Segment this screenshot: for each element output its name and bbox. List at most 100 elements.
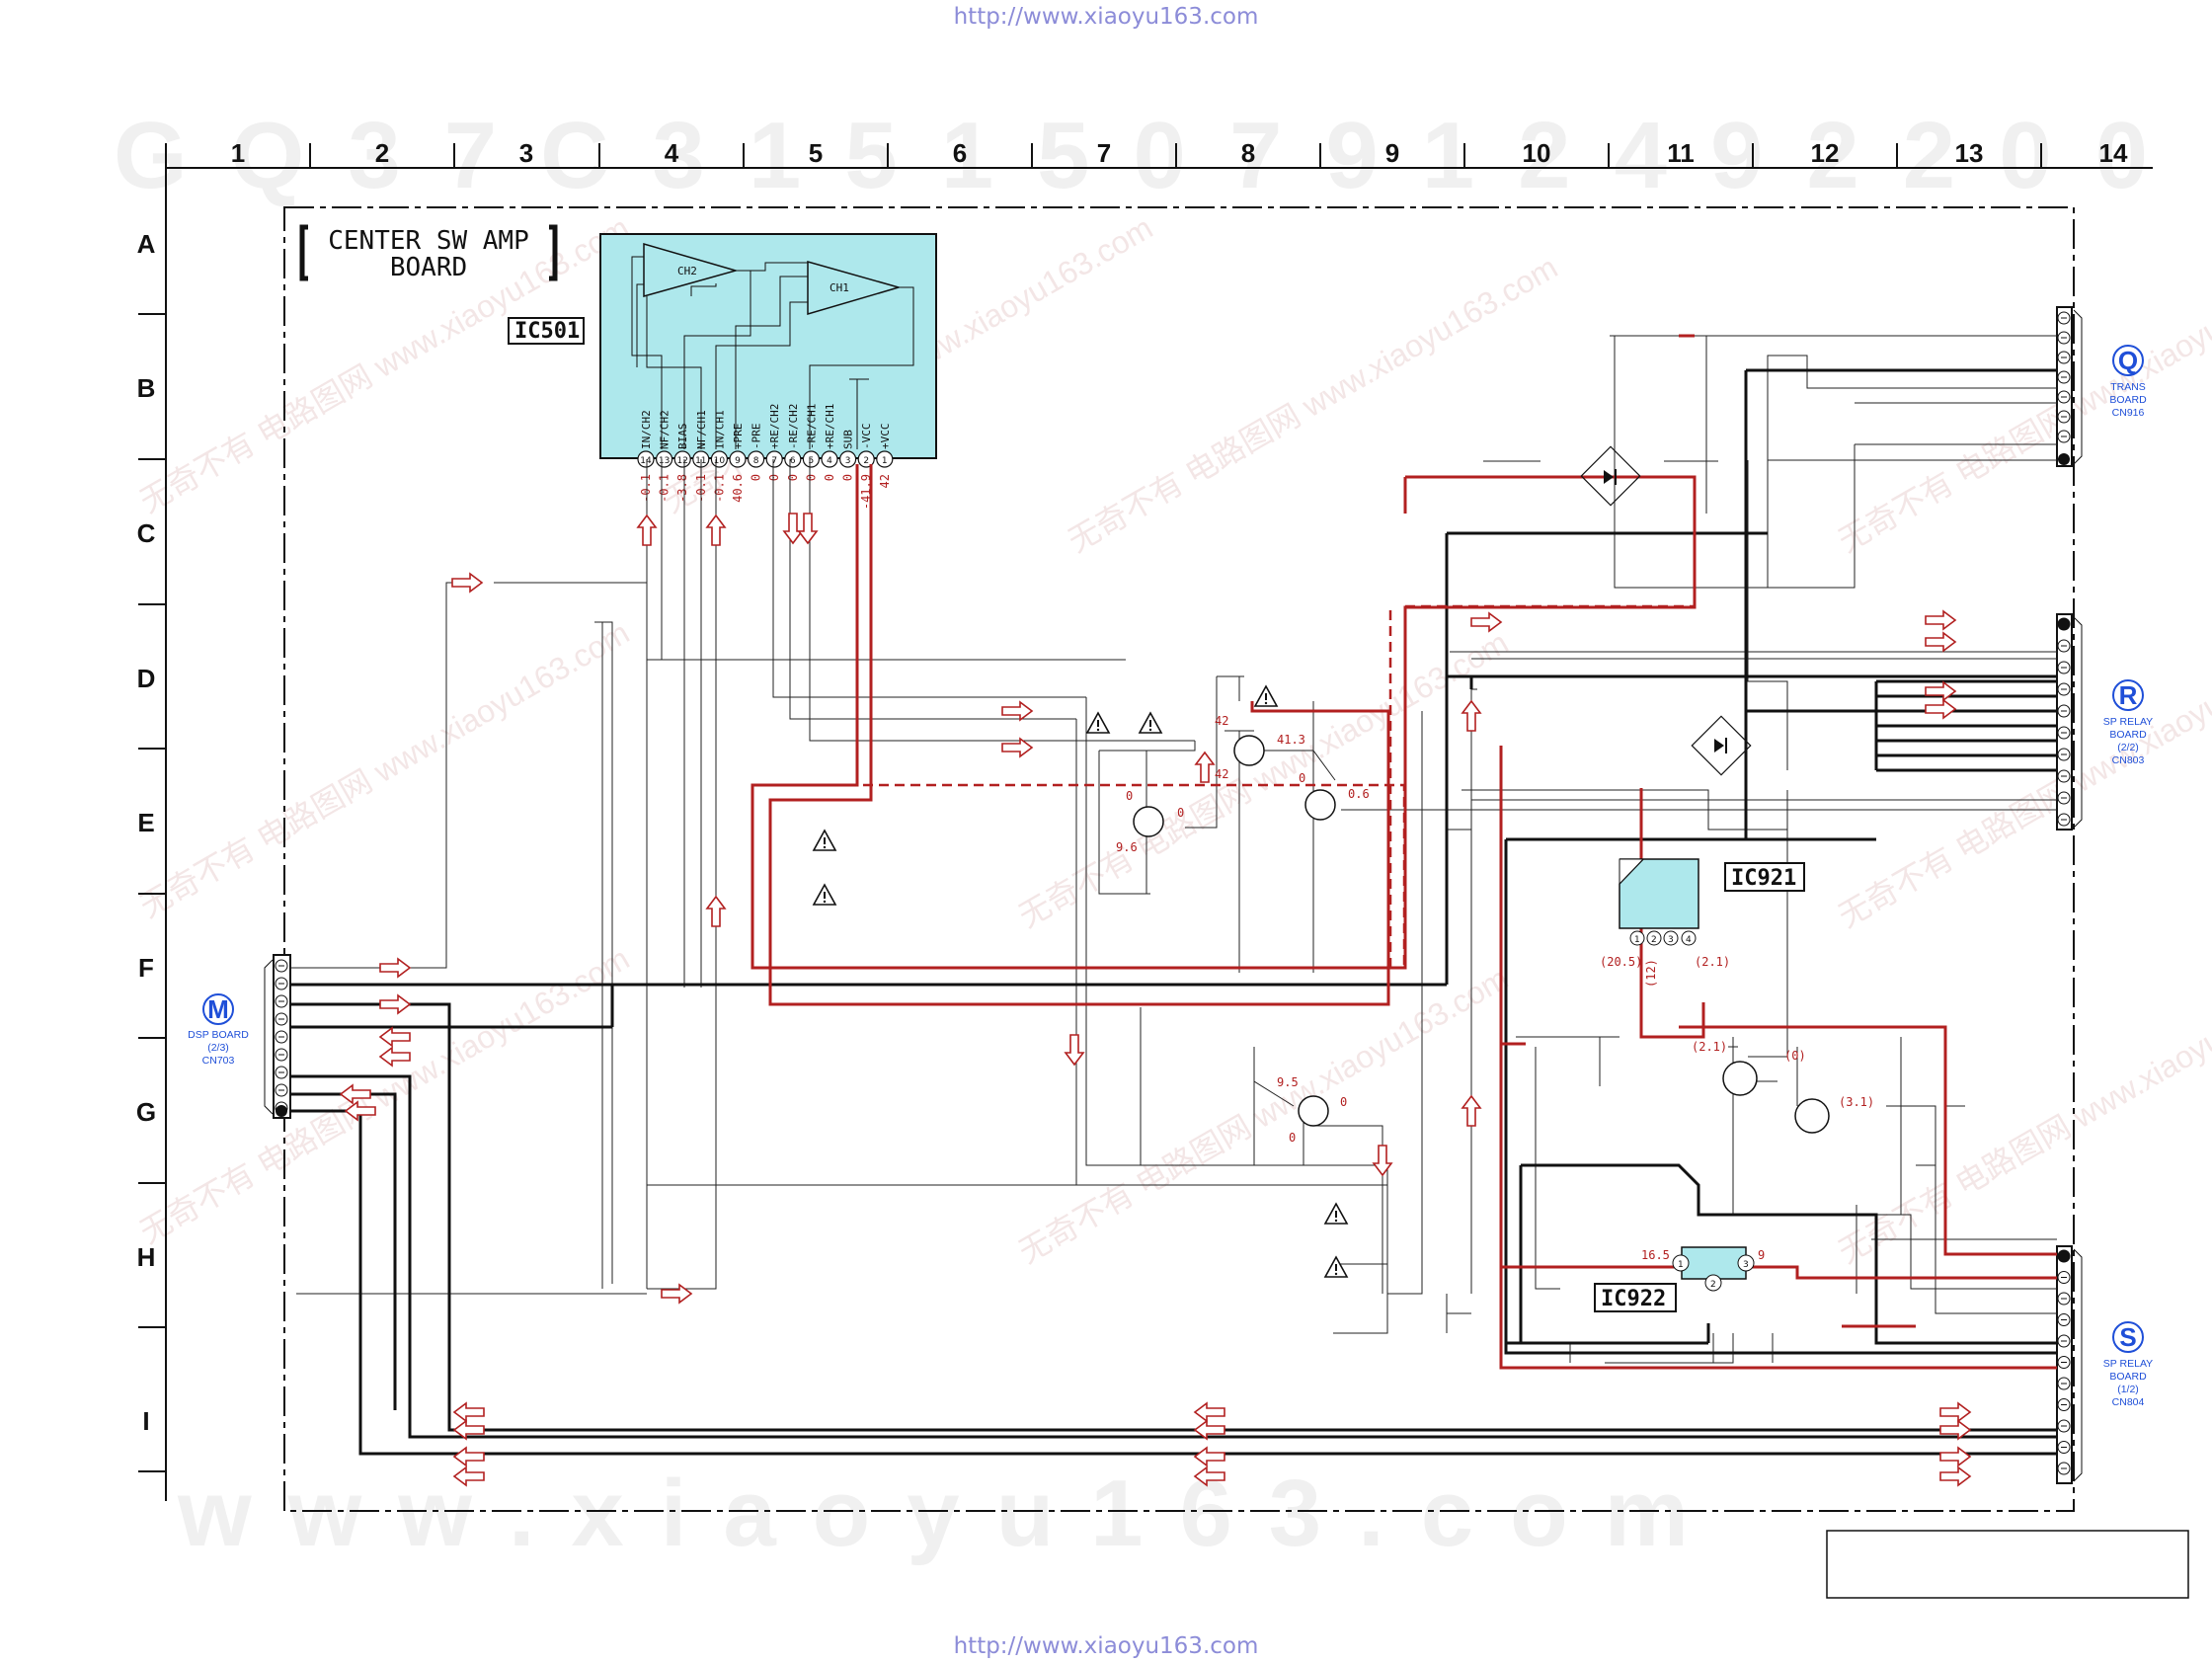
svg-text:16.5: 16.5 bbox=[1641, 1248, 1670, 1262]
connector-pin bbox=[275, 1083, 288, 1097]
title-block bbox=[1826, 1530, 2189, 1599]
wiring-thin bbox=[290, 335, 2057, 1364]
svg-text:0.6: 0.6 bbox=[1348, 787, 1370, 801]
connector-m: M DSP BOARD (2/3) CN703 bbox=[188, 954, 291, 1119]
svg-text:9.5: 9.5 bbox=[1277, 1075, 1299, 1089]
svg-text:无奇不有 电路图网 www.xiaoyu163.com: 无奇不有 电路图网 www.xiaoyu163.com bbox=[1013, 960, 1515, 1270]
flow-arrow bbox=[1001, 700, 1034, 722]
col-label: 2 bbox=[375, 138, 389, 168]
ic501-pin-number: 4 bbox=[827, 456, 832, 466]
footer-url: http://www.xiaoyu163.com bbox=[953, 1633, 1259, 1659]
connector-pin bbox=[275, 994, 288, 1008]
column-labels: 1 2 3 4 5 6 7 8 9 10 11 12 13 14 bbox=[231, 138, 2128, 168]
flow-arrow bbox=[379, 993, 412, 1015]
svg-text:42: 42 bbox=[1215, 767, 1228, 781]
col-label: 8 bbox=[1241, 138, 1255, 168]
signal-paths-red bbox=[750, 334, 2057, 1370]
ic922: 1 2 3 16.5 9 IC922 bbox=[1594, 1246, 1765, 1312]
ic501-pin-name: +RE/CH2 bbox=[768, 404, 781, 449]
connector-ground-pin bbox=[276, 1105, 287, 1117]
svg-text:(0): (0) bbox=[1784, 1049, 1806, 1063]
connector-pin bbox=[2057, 791, 2071, 805]
ic501-pin-name: IN/CH1 bbox=[713, 410, 726, 449]
ic501-pin-number: 6 bbox=[790, 456, 796, 466]
ic501-pin-name: +RE/CH1 bbox=[824, 404, 836, 449]
row-label: H bbox=[137, 1242, 156, 1272]
connector-r-line2: BOARD bbox=[2109, 729, 2147, 741]
flow-arrow bbox=[339, 1083, 371, 1105]
row-label: I bbox=[142, 1406, 149, 1436]
svg-text:无奇不有 电路图网 www.xiaoyu163.com: 无奇不有 电路图网 www.xiaoyu163.com bbox=[134, 614, 636, 924]
flow-arrow bbox=[1461, 699, 1482, 732]
flow-arrow bbox=[451, 572, 484, 594]
connector-pin bbox=[2057, 430, 2071, 443]
connector-pin bbox=[275, 1066, 288, 1079]
svg-text:w w w . x i a o y u 1 6 3 . c: w w w . x i a o y u 1 6 3 . c o m bbox=[177, 1461, 1689, 1566]
flow-arrow bbox=[1939, 1401, 1972, 1423]
connector-pin bbox=[2057, 1441, 2071, 1454]
svg-text:(2.1): (2.1) bbox=[1692, 1040, 1727, 1054]
ic501-pin-voltage: -3.8 bbox=[675, 474, 689, 503]
connector-q: Q TRANS BOARD CN916 bbox=[2056, 306, 2147, 467]
svg-text:0: 0 bbox=[1126, 789, 1133, 803]
svg-text:(3.1): (3.1) bbox=[1839, 1095, 1874, 1109]
ic501-pin-voltage: 0 bbox=[804, 474, 818, 481]
col-label: 13 bbox=[1955, 138, 1984, 168]
flow-arrow bbox=[379, 957, 412, 979]
connector-s-line4: CN804 bbox=[2112, 1396, 2145, 1408]
ic501-pin-number: 1 bbox=[882, 456, 888, 466]
svg-text:无奇不有 电路图网 www.xiaoyu163.com: 无奇不有 电路图网 www.xiaoyu163.com bbox=[134, 209, 636, 519]
warning-icon bbox=[1138, 711, 1163, 734]
connector-pin bbox=[2057, 311, 2071, 325]
connector-pin bbox=[275, 1012, 288, 1026]
connector-pin bbox=[2057, 1419, 2071, 1433]
connector-pin bbox=[2057, 661, 2071, 674]
ic501: CH2 CH1 IC501 bbox=[508, 233, 937, 459]
svg-text:0: 0 bbox=[1177, 806, 1184, 820]
connector-pin bbox=[2057, 351, 2071, 364]
connector-pin bbox=[2057, 1462, 2071, 1475]
watermark-background: G Q 3 7 C 3 1 5 1 5 0 7 9 1 2 4 9 2 2 0 … bbox=[114, 103, 2212, 1566]
amp-label-ch1: CH1 bbox=[830, 281, 849, 294]
col-label: 10 bbox=[1523, 138, 1551, 168]
connector-pin bbox=[2057, 1313, 2071, 1326]
connector-m-line1: DSP BOARD bbox=[188, 1029, 249, 1041]
board-title-line2: BOARD bbox=[390, 253, 467, 282]
connector-ground-pin bbox=[2058, 618, 2070, 630]
connector-pin bbox=[2057, 1377, 2071, 1390]
connector-q-letter: Q bbox=[2118, 346, 2138, 375]
col-label: 4 bbox=[665, 138, 679, 168]
warning-icon bbox=[812, 829, 837, 851]
connector-pin bbox=[2057, 639, 2071, 653]
connector-r-letter: R bbox=[2119, 680, 2138, 710]
connector-r-line3: (2/2) bbox=[2117, 742, 2139, 753]
flow-arrow bbox=[1939, 1419, 1972, 1441]
svg-text:2: 2 bbox=[1710, 1280, 1716, 1290]
ic501-pin-number: 7 bbox=[771, 456, 777, 466]
svg-text:(20.5): (20.5) bbox=[1600, 955, 1642, 969]
col-label: 12 bbox=[1811, 138, 1840, 168]
ic501-pin-name: -RE/CH1 bbox=[805, 404, 818, 449]
ic501-pin-number: 8 bbox=[753, 456, 759, 466]
col-label: 14 bbox=[2099, 138, 2128, 168]
connector-m-letter: M bbox=[207, 994, 229, 1024]
svg-text:2: 2 bbox=[1651, 935, 1657, 945]
signal-arrows bbox=[339, 513, 1972, 1487]
ic501-pin-voltage: -0.1 bbox=[658, 474, 672, 503]
row-label: C bbox=[137, 518, 156, 548]
connector-pin bbox=[2057, 1398, 2071, 1411]
connector-pin bbox=[2057, 1292, 2071, 1306]
ic501-label: IC501 bbox=[514, 319, 580, 344]
svg-text:1: 1 bbox=[1634, 935, 1640, 945]
row-labels: A B C D E F G H I bbox=[136, 229, 156, 1436]
flow-arrow bbox=[1001, 737, 1034, 758]
